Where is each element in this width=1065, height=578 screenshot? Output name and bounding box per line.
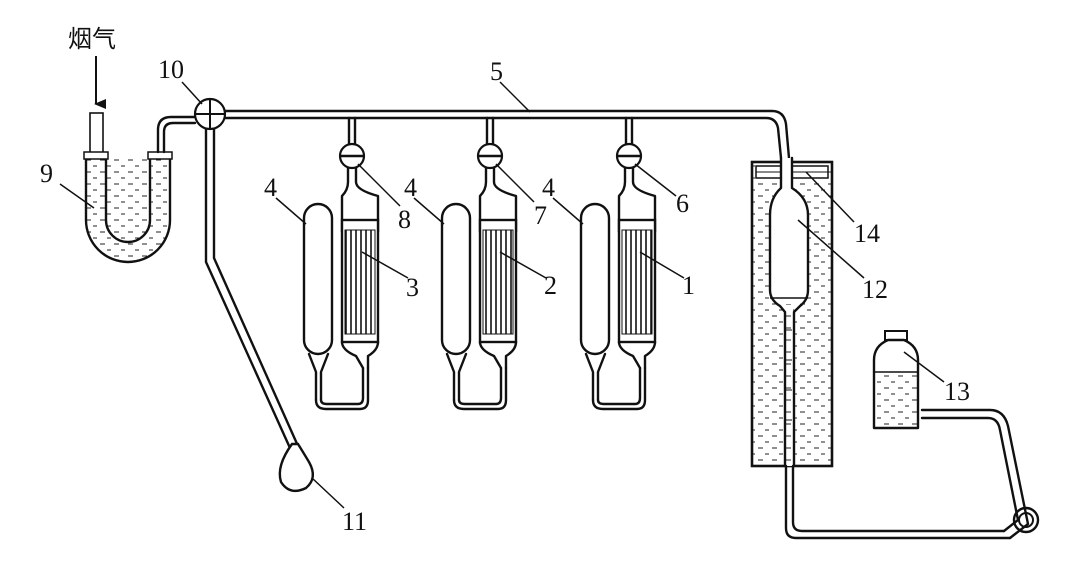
- flue-gas-label: 烟气: [68, 25, 116, 53]
- absorption-pipette-2: [440, 142, 518, 411]
- aspirator-bulb: [204, 127, 314, 493]
- label-12: 12: [862, 275, 888, 304]
- label-3: 3: [406, 273, 419, 302]
- three-way-cock: [193, 97, 227, 131]
- rubber-tube: [784, 408, 1040, 540]
- u-tube-filter: [83, 112, 197, 264]
- gas-burette: [768, 156, 810, 468]
- label-1: 1: [682, 271, 695, 300]
- absorption-pipette-3: [302, 142, 380, 411]
- label-10: 10: [158, 55, 184, 84]
- branch-stems: [347, 116, 634, 146]
- main-manifold: [223, 109, 791, 160]
- label-5: 5: [490, 57, 503, 86]
- leader-lines: [59, 81, 945, 509]
- label-6: 6: [676, 189, 689, 218]
- label-2: 2: [544, 271, 557, 300]
- label-13: 13: [944, 377, 970, 406]
- label-11: 11: [342, 507, 367, 536]
- leveling-bottle: [872, 330, 920, 430]
- label-4a: 4: [264, 173, 277, 202]
- label-7: 7: [534, 201, 547, 230]
- label-14: 14: [854, 219, 880, 248]
- label-9: 9: [40, 159, 53, 188]
- label-8: 8: [398, 205, 411, 234]
- label-4c: 4: [542, 173, 555, 202]
- absorption-pipette-1: [579, 142, 657, 411]
- label-4b: 4: [404, 173, 417, 202]
